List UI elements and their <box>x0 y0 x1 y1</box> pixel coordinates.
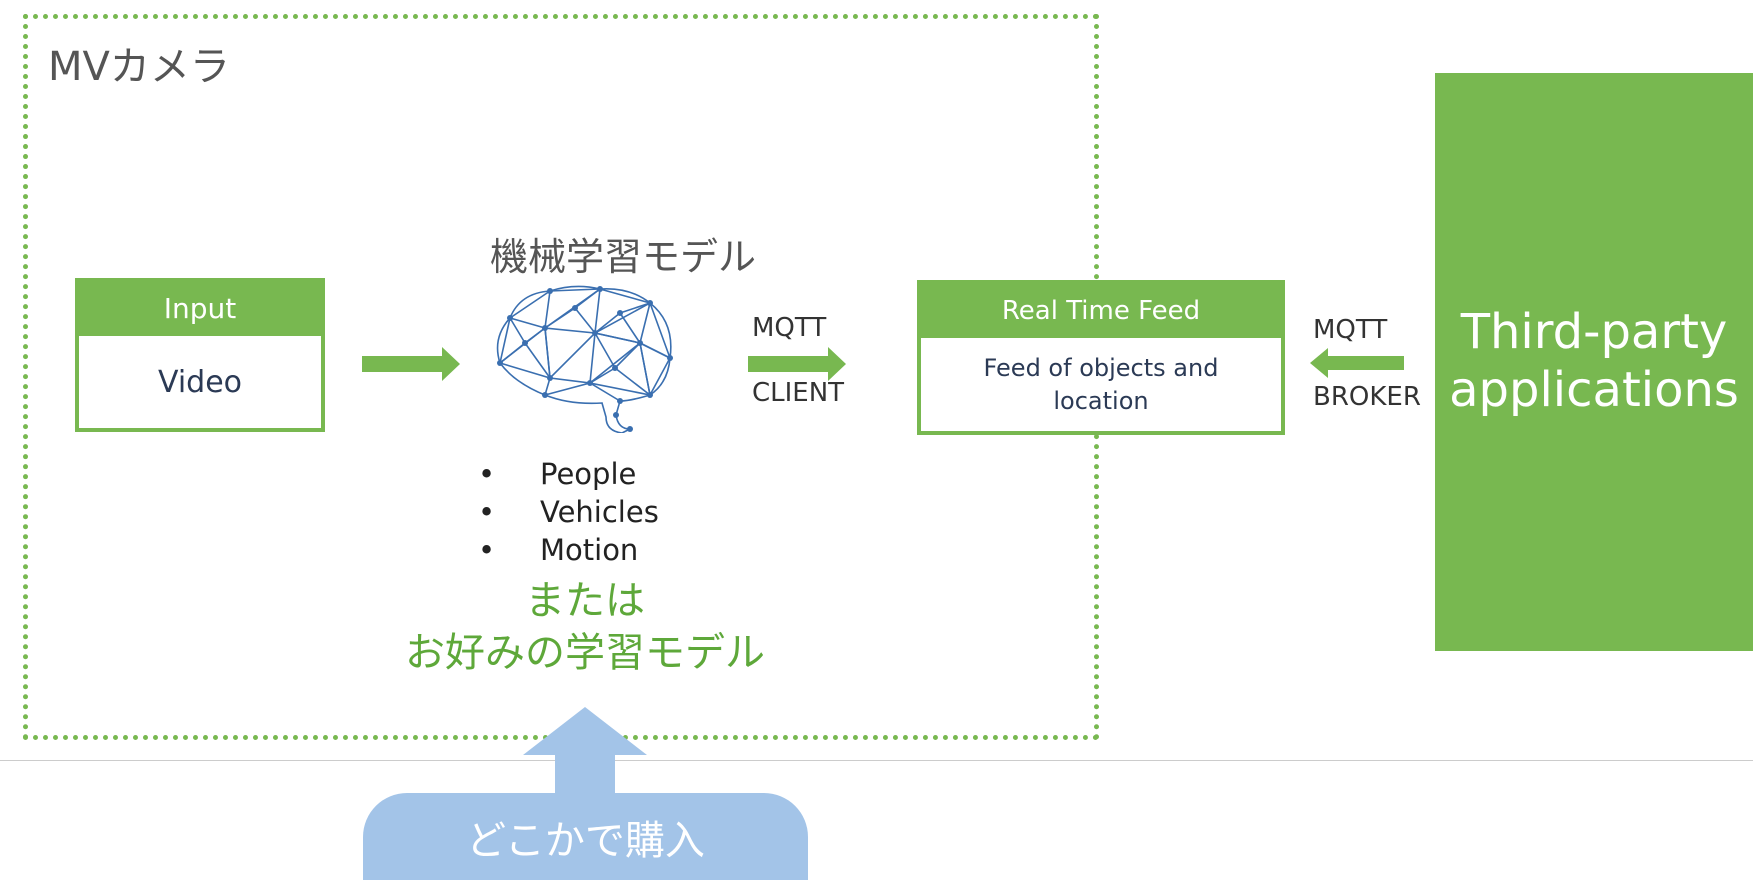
list-item: • Motion <box>478 531 659 569</box>
model-to-feed-arrow <box>748 347 846 381</box>
third-party-applications-panel: Third-party applications <box>1435 73 1753 651</box>
list-item-label: Vehicles <box>540 495 659 529</box>
custom-model-note-line1: または <box>525 578 645 624</box>
input-box-header: Input <box>79 282 321 336</box>
ml-model-title: 機械学習モデル <box>490 235 757 279</box>
input-box: Input Video <box>75 278 325 432</box>
divider <box>0 760 1753 761</box>
bullet-icon: • <box>478 495 496 529</box>
bullet-icon: • <box>478 457 496 491</box>
custom-model-note: または お好みの学習モデル <box>395 575 775 679</box>
custom-model-note-line2: お好みの学習モデル <box>405 630 765 676</box>
third-party-line1: Third-party <box>1460 304 1728 360</box>
real-time-feed-header: Real Time Feed <box>921 284 1281 338</box>
list-item: • People <box>478 455 659 493</box>
camera-label: MVカメラ <box>48 44 230 90</box>
mqtt-client-label-bottom: CLIENT <box>752 378 845 408</box>
mqtt-broker-label-bottom: BROKER <box>1313 382 1421 412</box>
list-item-label: Motion <box>540 533 639 567</box>
purchase-elsewhere-label: どこかで購入 <box>363 793 808 880</box>
buy-to-model-arrow <box>523 707 647 797</box>
input-box-body: Video <box>157 364 243 400</box>
model-capability-list: • People • Vehicles • Motion <box>478 455 659 569</box>
list-item-label: People <box>540 457 637 491</box>
bullet-icon: • <box>478 533 496 567</box>
list-item: • Vehicles <box>478 493 659 531</box>
real-time-feed-box: Real Time Feed Feed of objects and locat… <box>917 280 1285 435</box>
brain-network-icon <box>496 285 673 433</box>
real-time-feed-body: Feed of objects and location <box>983 353 1219 415</box>
broker-to-feed-arrow <box>1310 348 1404 378</box>
mqtt-client-label-top: MQTT <box>752 313 827 343</box>
mqtt-broker-label-top: MQTT <box>1313 315 1388 345</box>
third-party-line2: applications <box>1449 362 1739 418</box>
input-to-model-arrow <box>362 347 460 381</box>
